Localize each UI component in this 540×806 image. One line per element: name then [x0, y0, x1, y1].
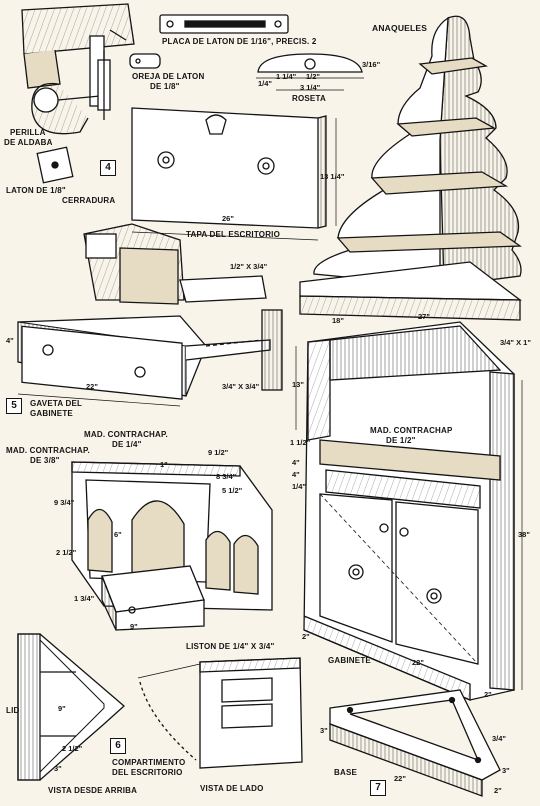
lock-plate: [36, 146, 74, 184]
rosette: [256, 53, 364, 91]
dim-cab-c1: 3/4" X 1": [500, 338, 531, 347]
label-mad-38: MAD. CONTRACHAP.: [6, 446, 90, 455]
label-tapa: TAPA DEL ESCRITORIO: [186, 230, 281, 239]
dim-base-b3: 3": [502, 766, 510, 775]
dim-roseta-5: 3 1/4": [300, 83, 321, 92]
figure-number-4: 4: [100, 160, 116, 176]
label-vista-lado: VISTA DE LADO: [200, 784, 264, 793]
dim-drawer-h: 4": [6, 336, 14, 345]
dim-anaqueles-d: 18": [332, 316, 344, 325]
desk-lid: [131, 107, 337, 241]
dim-comp-d1: 9 1/2": [208, 448, 229, 457]
label-placa: PLACA DE LATON DE 1/16", PRECIS. 2: [162, 37, 317, 46]
dim-cab-2b: 2": [484, 690, 492, 699]
label-gabinete: GABINETE: [328, 656, 371, 665]
dim-cab-4: 4": [292, 458, 300, 467]
desk-compartment: [71, 461, 273, 631]
dim-cab-2: 2": [302, 632, 310, 641]
label-mad-38-2: DE 3/8": [30, 456, 60, 465]
dim-tapa-width: 26": [222, 214, 234, 223]
dim-base-b1: 3": [320, 726, 328, 735]
dim-comp-d5: 9 3/4": [54, 498, 75, 507]
dim-cab-13: 13": [292, 380, 304, 389]
label-gaveta-2: GABINETE: [30, 409, 73, 418]
label-roseta: ROSETA: [292, 94, 326, 103]
dim-base-b2: 22": [394, 774, 406, 783]
dim-drawer-b: 3/4" X 3/4": [222, 382, 260, 391]
dim-roseta-1: 1/4": [258, 79, 272, 88]
cabinet: [295, 321, 523, 701]
label-mad-14-2: DE 1/4": [112, 440, 142, 449]
figure-number-5: 5: [6, 398, 22, 414]
label-mad-14: MAD. CONTRACHAP.: [84, 430, 168, 439]
dim-comp-d9: 9": [130, 622, 138, 631]
dim-comp-d7: 2 1/2": [56, 548, 77, 557]
dim-roseta-2: 1 1/4": [276, 72, 297, 81]
dim-cab-1q: 1/4": [292, 482, 306, 491]
label-vista-arriba: VISTA DESDE ARRIBA: [48, 786, 138, 795]
tree-shelves: [299, 15, 522, 321]
label-oreja: OREJA DE LATON: [132, 72, 205, 81]
label-oreja-2: DE 1/8": [150, 82, 180, 91]
brass-plate: [159, 14, 289, 34]
dim-base-b5: 3/4": [492, 734, 506, 743]
dim-anaqueles-w: 27": [418, 312, 430, 321]
label-perilla-2: DE ALDABA: [4, 138, 53, 147]
dim-top-d10: 9": [58, 704, 66, 713]
drawer-assembly: [17, 223, 283, 407]
dim-base-b4: 2": [494, 786, 502, 795]
dim-roseta-3: 1/2": [306, 72, 320, 81]
dim-comp-d2: 8 3/4": [216, 472, 237, 481]
label-anaqueles: ANAQUELES: [372, 23, 428, 33]
label-mad-contrachap-2: DE 1/2": [386, 436, 416, 445]
figure-number-7: 7: [370, 780, 386, 796]
label-gaveta-1: GAVETA DEL: [30, 399, 83, 408]
label-cerradura: CERRADURA: [62, 196, 116, 205]
brass-ear: [129, 53, 161, 69]
dim-top-d12: 3": [54, 764, 62, 773]
dim-drawer-a: 1/2" X 3/4": [230, 262, 268, 271]
side-view: [137, 657, 303, 769]
top-view: [17, 633, 125, 781]
dim-cab-4b: 4": [292, 470, 300, 479]
dim-tapa-height: 13 1/4": [320, 172, 345, 181]
dim-comp-d4: 5 1/2": [222, 486, 243, 495]
label-listones: LISTON DE 1/4" X 3/4": [186, 642, 275, 651]
label-perilla: PERILLA: [10, 128, 46, 137]
label-compartimento-2: DEL ESCRITORIO: [112, 768, 183, 777]
dim-cab-38: 38": [518, 530, 530, 539]
label-base: BASE: [334, 768, 358, 777]
dim-drawer-w: 22": [86, 382, 98, 391]
label-laton: LATON DE 1/8": [6, 186, 66, 195]
dim-cab-1h: 1 1/2": [290, 438, 311, 447]
dim-comp-d6: 6": [114, 530, 122, 539]
figure-number-6: 6: [110, 738, 126, 754]
dim-top-d11: 2 1/2": [62, 744, 83, 753]
dim-comp-d8: 1 3/4": [74, 594, 95, 603]
dim-cab-22: 22": [412, 658, 424, 667]
base: [329, 689, 501, 797]
dim-roseta-4: 3/16": [362, 60, 381, 69]
label-mad-contrachap: MAD. CONTRACHAP: [370, 426, 453, 435]
label-compartimento: COMPARTIMENTO: [112, 758, 186, 767]
label-lid: LID: [6, 706, 20, 715]
latch-detail: [21, 3, 135, 135]
dim-comp-d3: 1": [160, 460, 168, 469]
